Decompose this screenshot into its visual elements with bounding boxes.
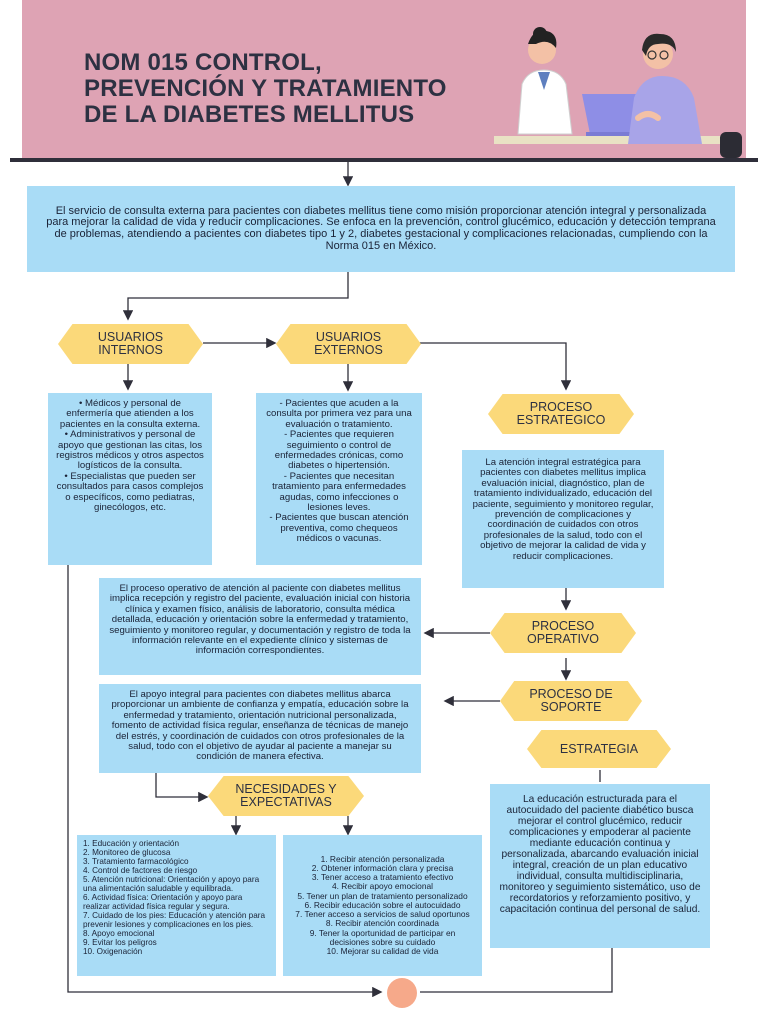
expectativa-item: 1. Recibir atención personalizada bbox=[320, 853, 445, 864]
node-usuarios-externos: USUARIOS EXTERNOS bbox=[276, 324, 421, 364]
expectativa-item: 5. Tener un plan de tratamiento personal… bbox=[297, 890, 468, 901]
node-estrategia: ESTRATEGIA bbox=[527, 730, 671, 768]
proceso-operativo-box: El proceso operativo de atención al paci… bbox=[99, 578, 421, 675]
externos-item: - Pacientes que acuden a la consulta por… bbox=[266, 398, 412, 430]
usuarios-externos-label: USUARIOS EXTERNOS bbox=[314, 330, 383, 357]
expectativa-item: 7. Tener acceso a servicios de salud opo… bbox=[295, 909, 470, 920]
node-proceso-soporte: PROCESO DE SOPORTE bbox=[500, 681, 642, 721]
externos-item: - Pacientes que buscan atención preventi… bbox=[269, 512, 409, 545]
usuarios-internos-box: • Médicos y personal de enfermería que a… bbox=[48, 393, 212, 565]
estrategia-box: La educación estructurada para el autocu… bbox=[490, 784, 710, 948]
necesidad-item: 9. Evitar los peligros bbox=[83, 938, 157, 947]
soporte-text: El apoyo integral para pacientes con dia… bbox=[111, 689, 409, 763]
proceso-operativo-label: PROCESO OPERATIVO bbox=[526, 619, 599, 646]
usuarios-internos-label: USUARIOS INTERNOS bbox=[97, 330, 164, 357]
necesidad-item: 1. Educación y orientación bbox=[83, 839, 180, 848]
intro-box: El servicio de consulta externa para pac… bbox=[27, 186, 735, 272]
externos-item: - Pacientes que necesitan tratamiento pa… bbox=[272, 470, 406, 514]
externos-item: - Pacientes que requieren seguimiento o … bbox=[274, 429, 404, 472]
necesidades-box: 1. Educación y orientación 2. Monitoreo … bbox=[77, 835, 276, 976]
title-line-3: DE LA DIABETES MELLITUS bbox=[84, 101, 415, 128]
expectativa-item: 9. Tener la oportunidad de participar en… bbox=[309, 927, 456, 947]
internos-item: • Especialistas que pueden ser consultad… bbox=[56, 470, 204, 514]
proceso-soporte-label: PROCESO DE SOPORTE bbox=[529, 687, 613, 714]
expectativas-box: 1. Recibir atención personalizada 2. Obt… bbox=[283, 835, 482, 976]
proceso-estrategico-box: La atención integral estratégica para pa… bbox=[462, 450, 664, 588]
necesidad-item: 10. Oxigenación bbox=[83, 947, 143, 956]
necesidad-item: 4. Control de factores de riesgo bbox=[83, 866, 198, 875]
node-proceso-operativo: PROCESO OPERATIVO bbox=[490, 613, 636, 653]
operativo-text: El proceso operativo de atención al paci… bbox=[109, 583, 411, 657]
expectativa-item: 8. Recibir atención coordinada bbox=[325, 918, 440, 929]
internos-item: • Administrativos y personal de apoyo qu… bbox=[56, 429, 204, 472]
expectativa-item: 10. Mejorar su calidad de vida bbox=[326, 945, 439, 956]
expectativa-item: 6. Recibir educación sobre el autocuidad… bbox=[304, 899, 461, 910]
estrategico-text: La atención integral estratégica para pa… bbox=[472, 457, 654, 562]
node-usuarios-internos: USUARIOS INTERNOS bbox=[58, 324, 203, 364]
necesidad-item: 8. Apoyo emocional bbox=[83, 929, 155, 938]
node-proceso-estrategico: PROCESO ESTRATEGICO bbox=[488, 394, 634, 434]
expectativa-item: 4. Recibir apoyo emocional bbox=[331, 881, 434, 892]
proceso-estrategico-label: PROCESO ESTRATEGICO bbox=[516, 400, 606, 427]
necesidad-item: 6. Actividad física: Orientación y apoyo… bbox=[83, 893, 243, 911]
estrategia-label: ESTRATEGIA bbox=[559, 741, 639, 756]
title-line-2: PREVENCIÓN Y TRATAMIENTO bbox=[84, 75, 447, 102]
estrategia-text: La educación estructurada para el autocu… bbox=[499, 794, 701, 915]
necesidad-item: 3. Tratamiento farmacológico bbox=[83, 857, 189, 866]
title-line-1: NOM 015 CONTROL, bbox=[84, 49, 322, 76]
necesidad-item: 5. Atención nutricional: Orientación y a… bbox=[83, 875, 260, 893]
necesidad-item: 7. Cuidado de los pies: Educación y aten… bbox=[83, 911, 266, 929]
necesidades-label: NECESIDADES Y EXPECTATIVAS bbox=[235, 782, 337, 809]
expectativa-item: 3. Tener acceso a tratamiento efectivo bbox=[311, 872, 454, 883]
page-title: NOM 015 CONTROL, PREVENCIÓN Y TRATAMIENT… bbox=[84, 50, 504, 128]
usuarios-externos-box: - Pacientes que acuden a la consulta por… bbox=[256, 393, 422, 565]
proceso-soporte-box: El apoyo integral para pacientes con dia… bbox=[99, 684, 421, 773]
intro-text: El servicio de consulta externa para pac… bbox=[46, 204, 716, 252]
header-divider bbox=[10, 158, 758, 162]
end-node bbox=[387, 978, 417, 1008]
expectativa-item: 2. Obtener información clara y precisa bbox=[311, 863, 454, 874]
doctor-patient-illustration bbox=[494, 27, 742, 158]
internos-item: • Médicos y personal de enfermería que a… bbox=[59, 398, 201, 430]
node-necesidades: NECESIDADES Y EXPECTATIVAS bbox=[208, 776, 364, 816]
necesidad-item: 2. Monitoreo de glucosa bbox=[83, 848, 171, 857]
